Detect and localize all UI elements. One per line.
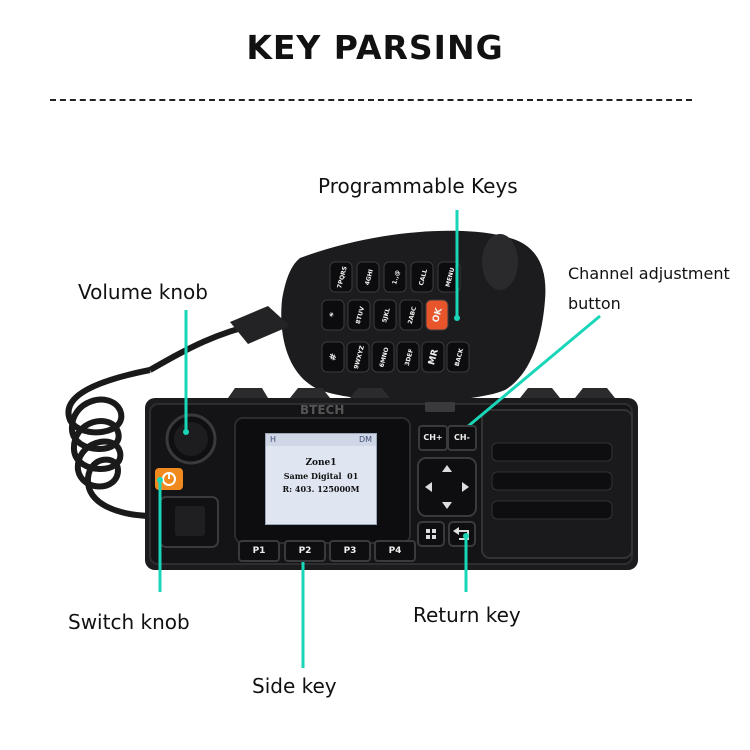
side-key-p2[interactable]: P2 bbox=[284, 540, 326, 562]
mic-key-back[interactable]: BACK bbox=[446, 341, 470, 373]
ch-up-button[interactable]: CH+ bbox=[418, 425, 448, 451]
callout-channel-line2: button bbox=[568, 294, 621, 313]
ch-up-label: CH+ bbox=[423, 433, 443, 442]
callout-volume-knob: Volume knob bbox=[78, 280, 208, 304]
mic-key-2abc[interactable]: 2ABC bbox=[399, 299, 423, 331]
mic-key-label: * bbox=[329, 311, 340, 318]
callout-programmable-keys: Programmable Keys bbox=[318, 174, 518, 198]
volume-knob[interactable] bbox=[165, 413, 217, 465]
switch-knob[interactable] bbox=[155, 468, 183, 490]
side-key-p1[interactable]: P1 bbox=[238, 540, 280, 562]
mic-key-label: 4GHI bbox=[364, 269, 375, 287]
svg-text:BTECH: BTECH bbox=[300, 403, 344, 417]
mic-key-call[interactable]: CALL bbox=[410, 261, 434, 293]
mic-key-label: 8TUV bbox=[355, 306, 366, 325]
callout-side-key: Side key bbox=[252, 674, 337, 698]
mic-key-label: BACK bbox=[454, 347, 466, 367]
mic-key-7pqrs[interactable]: 7PQRS bbox=[329, 261, 353, 293]
lcd-frequency: R: 403. 125000M bbox=[282, 484, 360, 494]
side-key-p3[interactable]: P3 bbox=[329, 540, 371, 562]
lcd-channel: Same Digital 01 bbox=[283, 471, 359, 481]
menu-key[interactable] bbox=[417, 521, 445, 547]
mic-key-label: MR bbox=[427, 348, 441, 366]
mic-key-6mno[interactable]: 6MNO bbox=[371, 341, 395, 373]
mic-jack bbox=[159, 496, 219, 548]
callout-switch-knob: Switch knob bbox=[68, 610, 190, 634]
mic-key-8tuv[interactable]: 8TUV bbox=[347, 299, 371, 331]
lcd-zone: Zone1 bbox=[305, 458, 337, 468]
speaker-grille bbox=[481, 409, 633, 559]
side-key-p1-label: P1 bbox=[252, 546, 266, 556]
title-divider bbox=[50, 99, 692, 101]
side-key-p3-label: P3 bbox=[343, 546, 357, 556]
mic-key-9wxyz[interactable]: 9WXYZ bbox=[346, 341, 370, 373]
side-key-p4-label: P4 bbox=[388, 546, 402, 556]
page-title: KEY PARSING bbox=[246, 28, 504, 67]
callout-channel-adjustment: Channel adjustment button bbox=[568, 259, 730, 319]
lcd-screen: H DM Zone1 Same Digital 01 R: 403. 12500… bbox=[265, 433, 377, 525]
mic-key-label: 5JKL bbox=[381, 307, 392, 323]
mic-key-[interactable]: * bbox=[321, 299, 345, 331]
callout-return-key: Return key bbox=[413, 603, 521, 627]
side-key-p2-label: P2 bbox=[298, 546, 312, 556]
return-key[interactable] bbox=[448, 521, 476, 547]
side-key-p4[interactable]: P4 bbox=[374, 540, 416, 562]
mic-key-mr[interactable]: MR bbox=[421, 341, 445, 373]
lcd-icon: H bbox=[270, 435, 277, 444]
mic-key-1[interactable]: 1.,@ bbox=[383, 261, 407, 293]
lcd-mode: DM bbox=[358, 435, 372, 444]
ch-down-button[interactable]: CH- bbox=[447, 425, 477, 451]
ch-down-label: CH- bbox=[454, 433, 470, 442]
lcd-status-bar: H DM bbox=[266, 434, 376, 446]
mic-key-label: # bbox=[328, 352, 340, 362]
mic-key-ok[interactable]: OK bbox=[425, 299, 449, 331]
mic-key-label: 3DEF bbox=[404, 348, 415, 367]
mic-key-menu[interactable]: MENU bbox=[437, 261, 461, 293]
mic-key-label: CALL bbox=[418, 268, 429, 286]
nav-pad[interactable] bbox=[417, 457, 477, 517]
mic-keypad: 7PQRS 4GHI 1.,@ CALL MENU * 8TUV 5JKL 2ABC OK #9WX… bbox=[321, 261, 470, 373]
leader-lines bbox=[158, 210, 601, 668]
mic-key-label: 2ABC bbox=[407, 305, 419, 325]
mic-key-label: OK bbox=[431, 306, 445, 324]
mic-key-3def[interactable]: 3DEF bbox=[396, 341, 420, 373]
callout-channel-line1: Channel adjustment bbox=[568, 264, 730, 283]
mic-key-[interactable]: # bbox=[321, 341, 345, 373]
mic-key-label: 1.,@ bbox=[391, 269, 402, 285]
mic-key-label: MENU bbox=[444, 267, 456, 288]
mic-key-5jkl[interactable]: 5JKL bbox=[373, 299, 397, 331]
mic-key-4ghi[interactable]: 4GHI bbox=[356, 261, 380, 293]
